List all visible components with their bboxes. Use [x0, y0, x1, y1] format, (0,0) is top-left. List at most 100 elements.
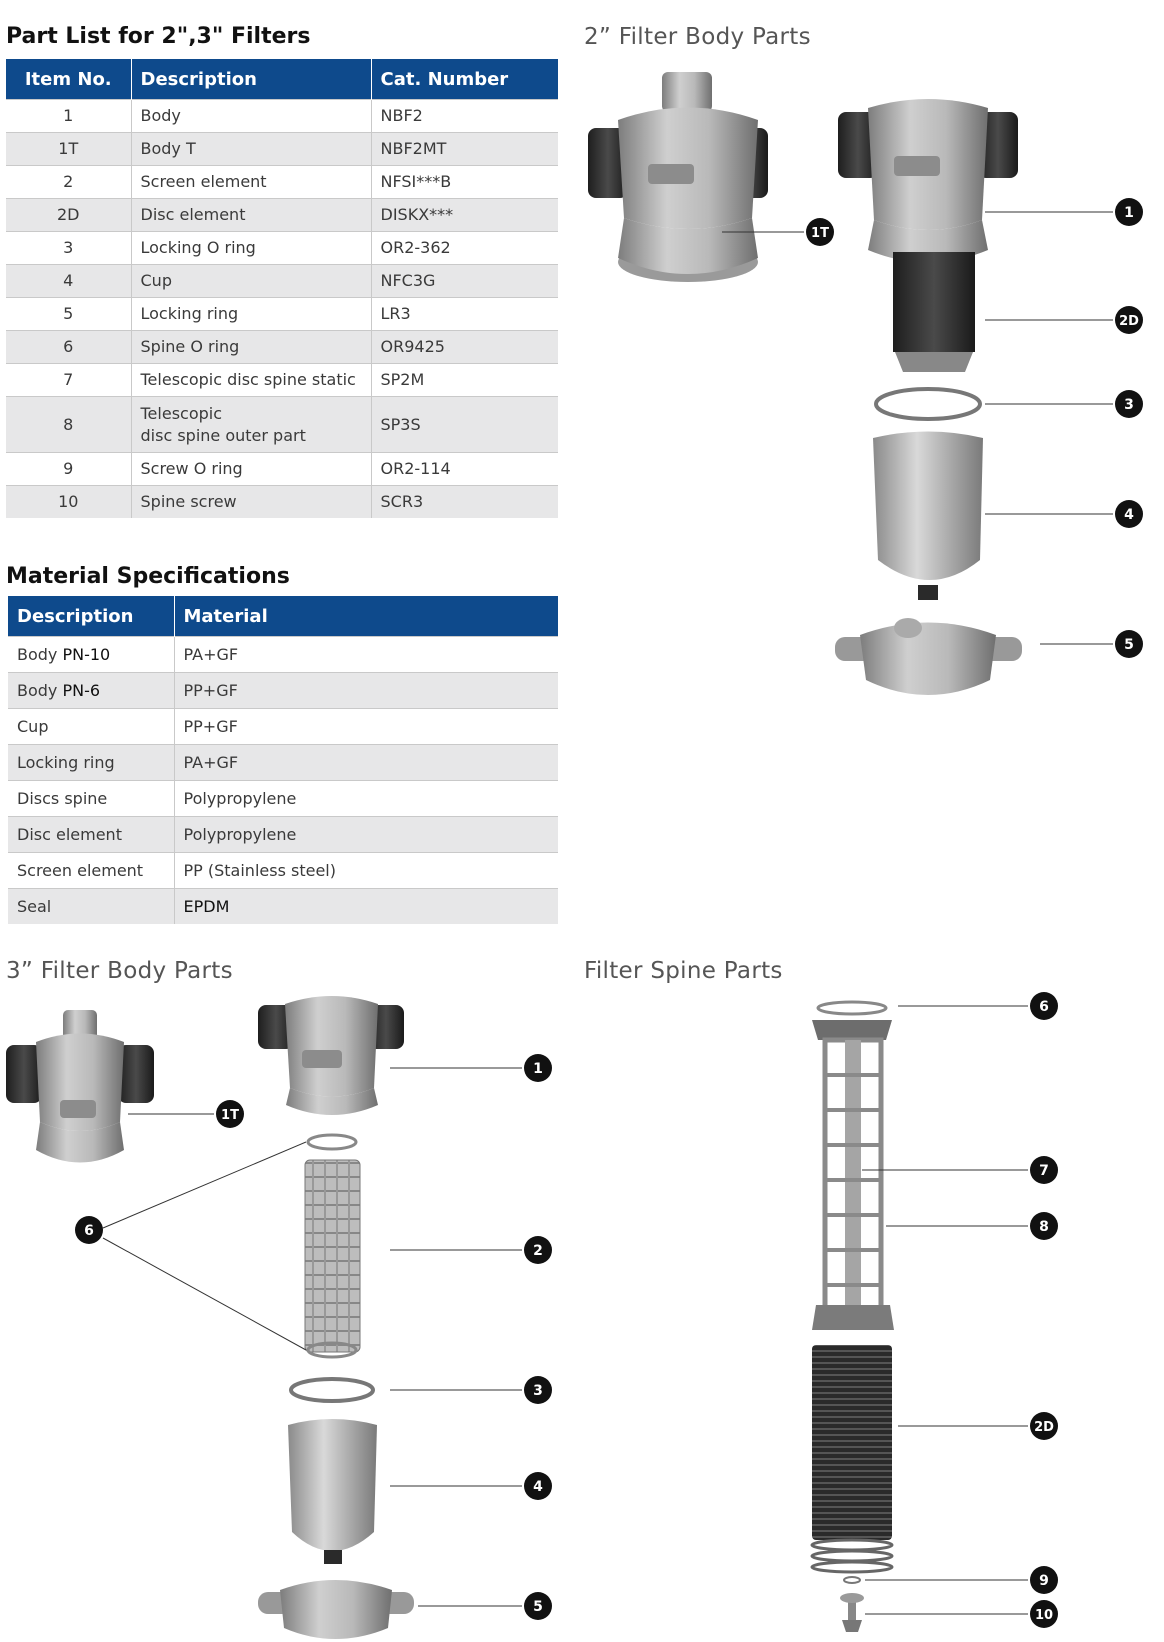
material: PP+GF: [174, 708, 558, 745]
svg-text:2: 2: [533, 1243, 543, 1259]
callout-1T-3in: 1T: [216, 1100, 244, 1128]
svg-text:4: 4: [533, 1479, 543, 1495]
callout-4-2in: 4: [1115, 500, 1143, 528]
svg-text:5: 5: [1124, 637, 1134, 653]
section-title-2in: 2” Filter Body Parts: [584, 24, 811, 50]
callout-5-3in: 5: [524, 1592, 552, 1620]
callout-9-spine: 9: [1030, 1566, 1058, 1594]
cat-number: NFC3G: [371, 264, 558, 298]
callout-10-spine: 10: [1030, 1600, 1058, 1628]
description-line-1: Telescopic: [140, 403, 223, 423]
description: Locking O ring: [131, 231, 372, 265]
col-header: Item No.: [6, 59, 132, 100]
item-no: 10: [6, 485, 132, 518]
svg-text:10: 10: [1035, 1608, 1053, 1623]
svg-text:4: 4: [1124, 507, 1134, 523]
pressure-grade: PN-6: [62, 680, 101, 700]
section-title-3in: 3” Filter Body Parts: [6, 958, 233, 984]
svg-text:6: 6: [84, 1223, 94, 1239]
description: Locking ring: [131, 297, 372, 331]
description: Locking ring: [8, 744, 175, 781]
material: PA+GF: [174, 744, 558, 781]
cat-number: NBF2: [371, 99, 558, 133]
col-header: Cat. Number: [371, 59, 558, 100]
item-no: 8: [6, 396, 132, 453]
description: Discs spine: [8, 780, 175, 817]
leader-lines-spine: [862, 1005, 1028, 1615]
callout-1T-2in: 1T: [806, 218, 834, 246]
body-t-2in: [588, 72, 768, 282]
description: Spine screw: [131, 485, 372, 518]
description-text: Body: [17, 644, 63, 664]
svg-text:9: 9: [1039, 1573, 1049, 1589]
svg-text:3: 3: [533, 1383, 543, 1399]
description-line-2: disc spine outer part: [140, 425, 306, 445]
item-no: 2: [6, 165, 132, 199]
cat-number: NFSI***B: [371, 165, 558, 199]
description: Seal: [8, 888, 175, 924]
description: Disc element: [8, 816, 175, 853]
locking-ring-2in: [835, 618, 1022, 695]
svg-text:1: 1: [1124, 205, 1134, 221]
cup-2in: [873, 431, 983, 600]
callout-4-3in: 4: [524, 1472, 552, 1500]
pressure-grade: PN-10: [62, 644, 111, 664]
description: Screen element: [131, 165, 372, 199]
svg-text:1T: 1T: [811, 226, 829, 241]
svg-text:2D: 2D: [1034, 1420, 1054, 1435]
cat-number: NBF2MT: [371, 132, 558, 166]
disc-element-s: [812, 1345, 892, 1540]
locking-o-ring-2in: [874, 387, 982, 421]
material: PP+GF: [174, 672, 558, 709]
description: Screen element: [8, 852, 175, 889]
callout-2-3in: 2: [524, 1236, 552, 1264]
spine-o-ring-top-3in: [306, 1133, 358, 1151]
svg-text:2D: 2D: [1119, 314, 1139, 329]
callout-2D-spine: 2D: [1030, 1412, 1058, 1440]
item-no: 4: [6, 264, 132, 298]
description: Screw O ring: [131, 452, 372, 486]
table-header: Description Material: [8, 596, 558, 637]
cat-number: OR9425: [371, 330, 558, 364]
description: Body PN-10: [8, 636, 175, 673]
callout-1-3in: 1: [524, 1054, 552, 1082]
cat-number: OR2-114: [371, 452, 558, 486]
callout-6-3in: 6: [75, 1216, 103, 1244]
item-no: 6: [6, 330, 132, 364]
callout-6-spine: 6: [1030, 992, 1058, 1020]
description: Body T: [131, 132, 372, 166]
disc-element-2in: [893, 252, 975, 372]
materials-title: Material Specifications: [6, 564, 290, 589]
item-no: 3: [6, 231, 132, 265]
spine-o-ring-s: [816, 1000, 888, 1016]
description: Body: [131, 99, 372, 133]
callout-1-2in: 1: [1115, 198, 1143, 226]
cup-3in: [288, 1419, 377, 1564]
svg-text:7: 7: [1039, 1163, 1049, 1179]
body-t-3in: [6, 1010, 154, 1163]
callout-8-spine: 8: [1030, 1212, 1058, 1240]
callout-3-2in: 3: [1115, 390, 1143, 418]
table-header: Item No. Description Cat. Number: [6, 59, 558, 100]
screen-element-3in: [304, 1159, 361, 1353]
description: Telescopic disc spine static: [131, 363, 372, 397]
callout-7-spine: 7: [1030, 1156, 1058, 1184]
description: Cup: [131, 264, 372, 298]
material: Polypropylene: [174, 816, 558, 853]
svg-text:6: 6: [1039, 999, 1049, 1015]
